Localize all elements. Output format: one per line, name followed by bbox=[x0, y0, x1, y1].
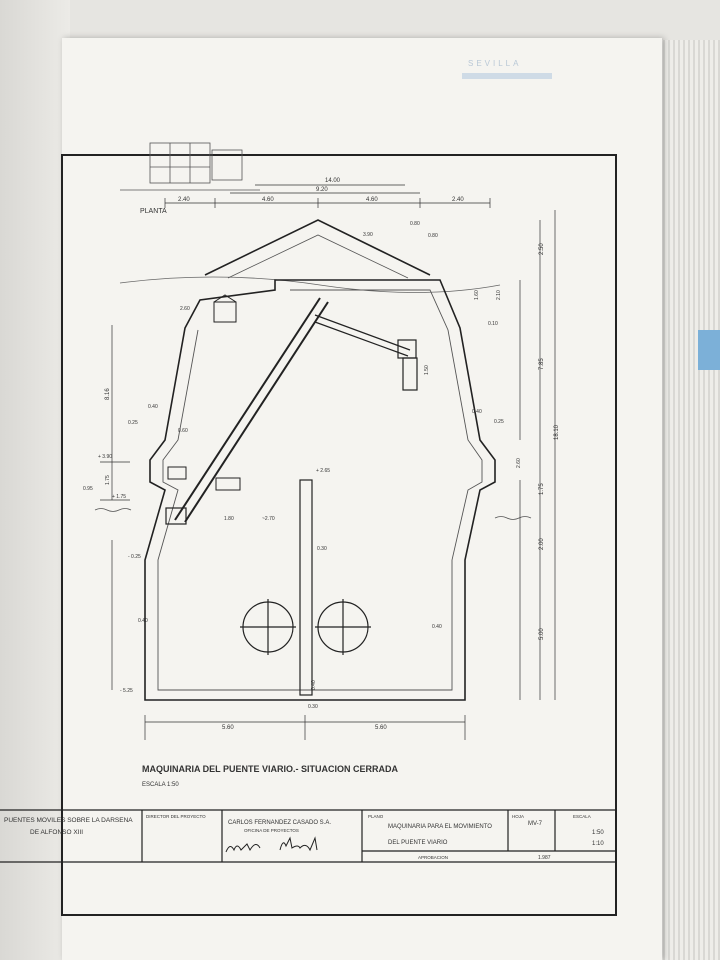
dim-left-main: 8.16 bbox=[105, 388, 111, 400]
central-wall bbox=[299, 479, 313, 696]
dim-right-mid: 7.85 bbox=[539, 358, 545, 370]
dim-inner-d: 2.60 bbox=[180, 306, 190, 312]
machine-left bbox=[213, 294, 237, 323]
machinery-arm bbox=[314, 314, 418, 391]
plan-title-2: DEL PUENTE VIARIO bbox=[388, 840, 448, 846]
title-block-frame bbox=[0, 809, 616, 863]
year: 1.987 bbox=[538, 855, 551, 861]
view-label: PLANTA bbox=[140, 208, 167, 215]
dim-seg3: 4.60 bbox=[366, 197, 378, 203]
background-sheet bbox=[70, 0, 720, 40]
dim-right-low2: 2.00 bbox=[539, 538, 545, 550]
level-4: - 0.25 bbox=[128, 554, 141, 560]
dim-r3: 0.10 bbox=[488, 321, 498, 327]
logo-bar bbox=[462, 73, 552, 79]
dim-wall-a: 0.40 bbox=[472, 409, 482, 415]
dim-l3: 2.60 bbox=[516, 458, 522, 468]
project-name: PUENTES MOVILES SOBRE LA DARSENA bbox=[4, 817, 133, 824]
scale-2: 1:10 bbox=[592, 841, 604, 847]
blue-tab bbox=[698, 330, 720, 370]
dim-seg4: 2.40 bbox=[452, 197, 464, 203]
chamber-outline bbox=[144, 279, 496, 701]
project-name-line2: DE ALFONSO XIII bbox=[30, 829, 83, 836]
logo-text: SEVILLA bbox=[468, 59, 522, 68]
drawing-frame bbox=[61, 154, 617, 916]
dim-inner-a: 1.80 bbox=[224, 516, 234, 522]
dim-roof-offset: 3.90 bbox=[363, 232, 373, 238]
dim-small-b: 0.80 bbox=[428, 233, 438, 239]
approval-label: APROBACION bbox=[418, 855, 448, 860]
dim-left-b: 0.95 bbox=[83, 486, 93, 492]
hydraulic-ram bbox=[165, 297, 329, 525]
pit-left bbox=[240, 599, 296, 655]
dim-small-a: 0.80 bbox=[410, 221, 420, 227]
dim-wall-b: 0.40 bbox=[432, 624, 442, 630]
roof bbox=[204, 219, 431, 276]
drawing-scale-note: ESCALA 1:50 bbox=[142, 782, 179, 788]
drawing-title: MAQUINARIA DEL PUENTE VIARIO.- SITUACION… bbox=[142, 764, 399, 774]
dim-small-l: 0.60 bbox=[178, 428, 188, 434]
plan-inset bbox=[120, 142, 260, 191]
right-dimensions bbox=[519, 210, 556, 700]
dim-top-total: 14.00 bbox=[325, 178, 341, 184]
plan-label: PLANO bbox=[368, 814, 384, 819]
plan-title-1: MAQUINARIA PARA EL MOVIMIENTO bbox=[388, 824, 492, 830]
dim-wall-c: 0.40 bbox=[148, 404, 158, 410]
water-right bbox=[494, 516, 532, 520]
dim-r1: 1.60 bbox=[474, 290, 480, 300]
bottom-dimensions bbox=[144, 715, 466, 740]
dim-wall-d: 0.40 bbox=[138, 618, 148, 624]
dim-inner-b: ~2.70 bbox=[262, 516, 275, 522]
top-dimensions bbox=[164, 184, 491, 208]
chamber-inner bbox=[157, 289, 483, 691]
roof-inner bbox=[227, 234, 409, 279]
firm-name: CARLOS FERNANDEZ CASADO S.A. bbox=[228, 820, 331, 826]
level-3: + 2.65 bbox=[316, 468, 330, 474]
dim-wall-g: 0.40 bbox=[311, 680, 317, 690]
dim-right-low1: 1.75 bbox=[539, 483, 545, 495]
sheet-label: HOJA bbox=[512, 814, 524, 819]
block-b bbox=[215, 477, 241, 491]
left-dimensions bbox=[100, 325, 130, 690]
level-5: - 5.25 bbox=[120, 688, 133, 694]
dim-seg2: 4.60 bbox=[262, 197, 274, 203]
page-edges bbox=[655, 40, 720, 960]
publisher-logo: SEVILLA bbox=[462, 55, 552, 91]
dim-r4: 1.50 bbox=[424, 365, 430, 375]
pit-right bbox=[315, 599, 371, 655]
level-2: + 1.75 bbox=[112, 494, 126, 500]
left-page bbox=[0, 0, 70, 960]
dim-wall-e: 0.30 bbox=[317, 546, 327, 552]
dim-bottom-left: 5.60 bbox=[222, 725, 234, 731]
water-left bbox=[94, 508, 132, 512]
ground-line bbox=[119, 276, 501, 293]
sheet-value: MV-7 bbox=[528, 821, 543, 827]
dim-top-span: 9.20 bbox=[316, 187, 328, 193]
dim-seg1: 2.40 bbox=[178, 197, 190, 203]
block-a bbox=[167, 466, 187, 480]
dim-right-low3: 5.00 bbox=[539, 628, 545, 640]
dim-r2: 2.10 bbox=[496, 290, 502, 300]
director-label: DIRECTOR DEL PROYECTO bbox=[146, 814, 206, 819]
dim-bottom-right: 5.60 bbox=[375, 725, 387, 731]
dim-right-total: 18.10 bbox=[554, 424, 560, 440]
office-name: OFICINA DE PROYECTOS bbox=[244, 828, 299, 833]
scale-1: 1:50 bbox=[592, 830, 604, 836]
dim-right-upper: 2.50 bbox=[539, 243, 545, 255]
dim-l2: 0.25 bbox=[128, 420, 138, 426]
scale-label: ESCALA bbox=[573, 814, 591, 819]
dim-left-a: 1.75 bbox=[105, 475, 111, 485]
dim-inner-c: 0.25 bbox=[494, 419, 504, 425]
signature bbox=[225, 836, 318, 853]
dim-wall-f: 0.30 bbox=[308, 704, 318, 710]
level-1: + 3.90 bbox=[98, 454, 112, 460]
